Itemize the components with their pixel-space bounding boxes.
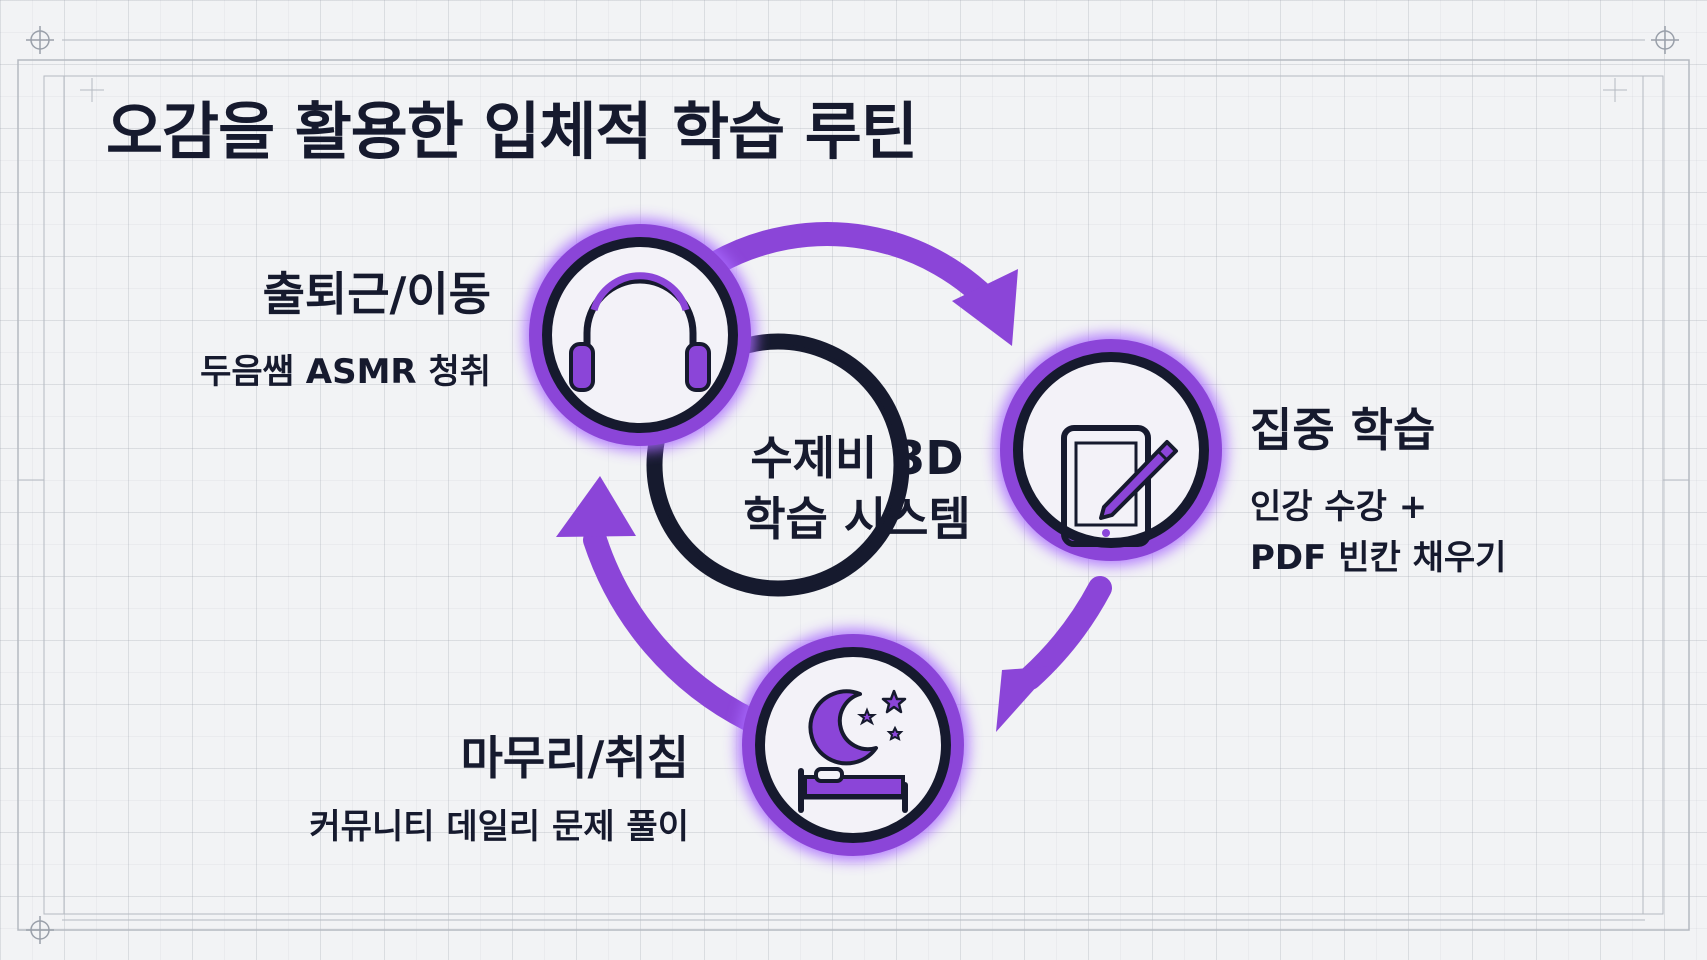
crosshair-mark-top-left — [26, 26, 54, 54]
moon-bed-icon — [798, 689, 908, 813]
hub-label-line-2: 학습 시스템 — [743, 491, 971, 546]
node-commute — [524, 219, 756, 451]
focus-stage-description-line-2: PDF 빈칸 채우기 — [1250, 538, 1507, 578]
focus-stage-description-line-1: 인강 수강 + — [1250, 487, 1428, 527]
arrow-head-focus — [952, 269, 1018, 346]
node-night — [737, 629, 969, 861]
hub-label-line-1: 수제비 3D — [750, 431, 964, 485]
hub-circle — [646, 333, 910, 597]
cycle-arrows — [556, 222, 1112, 732]
hub-label: 수제비 3D 학습 시스템 — [707, 428, 1007, 549]
crosshair-mark-bottom-left — [26, 916, 54, 944]
page-title: 오감을 활용한 입체적 학습 루틴 — [106, 95, 918, 168]
arrow-head-commute — [556, 476, 636, 537]
focus-stage-description: 인강 수강 + PDF 빈칸 채우기 — [1250, 482, 1506, 584]
arrow-night-to-commute — [583, 528, 762, 732]
commute-stage-title: 출퇴근/이동 — [262, 267, 491, 321]
night-stage-description: 커뮤니티 데일리 문제 풀이 — [309, 807, 689, 847]
tablet-pen-icon — [1061, 425, 1178, 547]
arrow-focus-to-night — [1018, 576, 1112, 690]
arrow-head-night — [996, 666, 1055, 732]
arrow-commute-to-focus — [704, 222, 1010, 323]
node-focus — [995, 334, 1227, 566]
commute-stage-description: 두음쌤 ASMR 청취 — [200, 352, 491, 392]
night-stage-title: 마무리/취침 — [460, 731, 689, 785]
crosshair-mark-top-right — [1651, 26, 1679, 54]
focus-stage-title: 집중 학습 — [1250, 403, 1436, 457]
headphones-icon — [569, 272, 711, 392]
blueprint-frame — [17, 39, 1690, 931]
